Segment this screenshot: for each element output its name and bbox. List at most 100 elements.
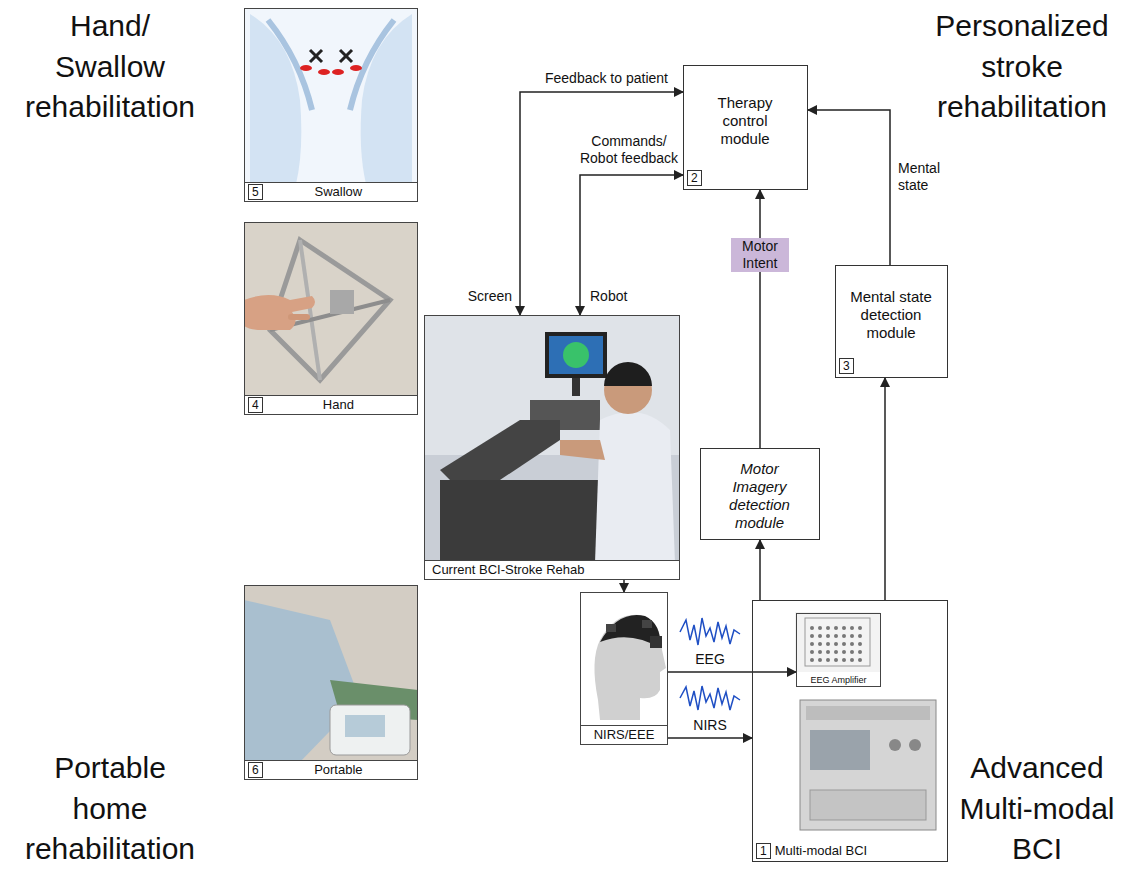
nirs-instrument — [909, 739, 921, 751]
swallow-illustration — [361, 14, 412, 184]
signal-waveform — [680, 618, 740, 645]
nirs-instrument — [800, 700, 936, 830]
photo-caption: Current BCI-Stroke Rehab — [428, 563, 676, 578]
caption-bar: 1Multi-modal BCI — [753, 841, 947, 861]
photo-panel: 4Hand — [244, 222, 418, 415]
connector-arrow — [884, 378, 886, 600]
hand-robot-photo — [244, 222, 418, 398]
portable-photo — [244, 585, 418, 762]
eeg-amplifier-device — [795, 612, 880, 672]
region-title: Portable home rehabilitation — [20, 748, 200, 870]
region-title-holder: Advanced Multi-modal BCI — [956, 748, 1118, 870]
module-box: Mental state detection module 3 — [835, 265, 948, 378]
hand-robot-photo — [244, 295, 315, 330]
swallow-illustration — [250, 14, 301, 184]
region-title-holder: Personalized stroke rehabilitation — [932, 6, 1112, 128]
connector-arrow — [668, 737, 752, 739]
region-circle: Advanced Multi-modal BCIMotor Imagery de… — [567, 385, 1077, 881]
region-title: Hand/ Swallow rehabilitation — [20, 6, 200, 128]
region-title: Personalized stroke rehabilitation — [932, 6, 1112, 128]
edge-label: EEG — [678, 651, 742, 668]
region-circle: Personalized stroke rehabilitationTherap… — [567, 0, 1077, 445]
callout-number: 3 — [839, 358, 854, 374]
swallow-illustration — [300, 65, 312, 71]
bci-setup-photo — [604, 362, 652, 386]
photo-caption: Portable — [263, 763, 414, 778]
nirs-eeg-headset — [580, 592, 668, 727]
bci-setup-photo — [560, 440, 605, 460]
swallow-illustration — [310, 50, 322, 62]
nirs-instrument — [810, 730, 870, 770]
nirs-eeg-headset — [594, 615, 666, 720]
region-circle: Portable home rehabilitation6Portable — [50, 385, 560, 881]
photo-caption: NIRS/EEE — [584, 728, 664, 743]
module-label: Mental state detection module — [845, 288, 937, 342]
module-label: Motor Imagery detection module — [723, 460, 797, 532]
module-label: Therapy control module — [705, 94, 785, 148]
edge-label: Mental state — [898, 160, 954, 194]
region-title-holder: Hand/ Swallow rehabilitation — [20, 6, 200, 128]
signal-waveform — [680, 686, 740, 710]
portable-photo — [330, 705, 410, 755]
connector-arrow — [520, 92, 683, 315]
caption-bar: 4Hand — [245, 395, 417, 414]
photo-caption: Hand — [263, 398, 414, 413]
eeg-amplifier-device — [809, 622, 866, 662]
nirs-instrument — [806, 706, 930, 720]
device-label: EEG Amplifier — [799, 676, 878, 686]
nirs-eeg-headset — [650, 636, 662, 648]
connector-arrow — [759, 190, 761, 448]
swallow-illustration — [340, 50, 352, 62]
bci-setup-photo — [424, 315, 680, 563]
bci-setup-photo — [545, 332, 607, 378]
photo-caption: Swallow — [263, 185, 414, 200]
swallow-illustration — [244, 8, 418, 184]
edge-label: Commands/ Robot feedback — [576, 133, 682, 167]
line-label: Screen — [452, 288, 512, 305]
bci-setup-photo — [424, 315, 680, 563]
callout-number: 1 — [756, 843, 771, 859]
photo-caption: Multi-modal BCI — [771, 844, 944, 859]
edge-label: Feedback to patient — [545, 70, 680, 87]
swallow-illustration — [332, 69, 344, 75]
region-title-holder: Portable home rehabilitation — [20, 748, 200, 870]
region-title: Advanced Multi-modal BCI — [956, 748, 1118, 870]
hand-robot-photo — [288, 314, 310, 320]
nirs-instrument — [810, 790, 926, 820]
callout-number: 2 — [687, 170, 702, 186]
edge-label: Motor Intent — [731, 238, 789, 272]
nirs-eeg-headset — [580, 592, 668, 727]
callout-number: 6 — [248, 762, 263, 778]
bci-setup-photo — [563, 342, 589, 368]
nirs-eeg-headset — [606, 624, 616, 632]
bci-setup-photo — [595, 412, 675, 563]
bci-setup-photo — [549, 336, 603, 374]
photo-panel: EEG Amplifier — [796, 613, 881, 687]
swallow-illustration — [268, 20, 312, 110]
callout-number: 4 — [248, 397, 263, 413]
callout-number: 5 — [248, 184, 263, 200]
swallow-illustration — [318, 69, 330, 75]
swallow-illustration — [244, 8, 418, 184]
photo-panel: 5Swallow — [244, 8, 418, 202]
eeg-amplifier-device — [805, 618, 870, 666]
nirs-instrument — [889, 739, 901, 751]
caption-bar: 5Swallow — [245, 182, 417, 201]
line-label: Robot — [590, 288, 650, 305]
edge-label: NIRS — [678, 717, 742, 734]
photo-panel: Current BCI-Stroke Rehab — [424, 315, 680, 580]
connector-group — [520, 92, 890, 738]
module-box: Therapy control module 2 — [683, 65, 808, 190]
caption-bar: NIRS/EEE — [581, 725, 667, 744]
portable-photo — [345, 715, 385, 737]
caption-bar: 6Portable — [245, 760, 417, 779]
swallow-illustration — [340, 50, 352, 62]
hand-robot-photo — [330, 290, 354, 314]
connector-arrow — [759, 540, 761, 600]
swallow-illustration — [350, 20, 394, 110]
nirs-instrument — [800, 700, 936, 830]
hand-robot-photo — [300, 240, 320, 380]
